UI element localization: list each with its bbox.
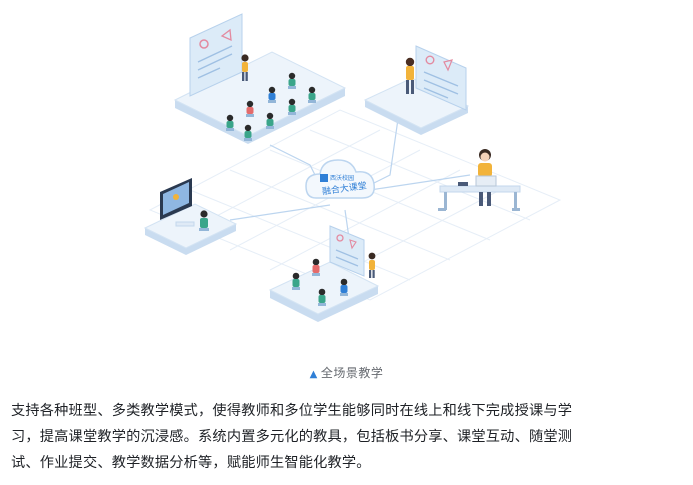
bottom-students <box>292 258 348 306</box>
cloud-logo-text: 西沃校园 <box>330 174 354 182</box>
bottom-classroom <box>268 225 380 322</box>
laptop-icon <box>475 175 497 187</box>
caption-marker-icon: ▲ <box>309 369 318 380</box>
remote-student <box>199 210 209 231</box>
remote-teacher <box>478 149 492 206</box>
bottom-whiteboard <box>329 225 365 277</box>
video-screen <box>160 178 192 220</box>
paragraph-line-2: 习，提高课堂教学的沉浸感。系统内置多元化的教具，包括板书分享、课堂互动、随堂测 <box>11 429 573 445</box>
main-classroom <box>173 13 347 144</box>
cloud-platform: 西沃校园 融合大课堂 <box>305 159 375 199</box>
floor-grid <box>148 109 562 301</box>
lecture-whiteboard <box>415 45 467 111</box>
scene-illustration: 西沃校园 融合大课堂 <box>143 13 562 322</box>
description-paragraph: 支持各种班型、多类教学模式，使得教师和多位学生能够同时在线上和线下完成授课与学 … <box>11 398 686 476</box>
main-students <box>226 72 316 141</box>
lecture-teacher <box>405 57 415 94</box>
main-whiteboard <box>189 13 243 97</box>
remote-teacher-desk <box>438 149 521 211</box>
remote-desk <box>175 221 195 227</box>
cloud-logo-icon <box>320 174 328 182</box>
bottom-teacher <box>368 252 376 278</box>
paragraph-line-3: 试、作业提交、教学数据分析等，赋能师生智能化教学。 <box>11 455 371 471</box>
caption-text: 全场景教学 <box>320 366 384 380</box>
paragraph-line-1: 支持各种班型、多类教学模式，使得教师和多位学生能够同时在线上和线下完成授课与学 <box>11 403 573 419</box>
main-teacher <box>241 54 249 81</box>
lecture-platform <box>363 45 470 135</box>
image-caption: ▲全场景教学 <box>0 364 693 381</box>
books-icon <box>458 182 468 186</box>
remote-classroom <box>143 178 238 255</box>
